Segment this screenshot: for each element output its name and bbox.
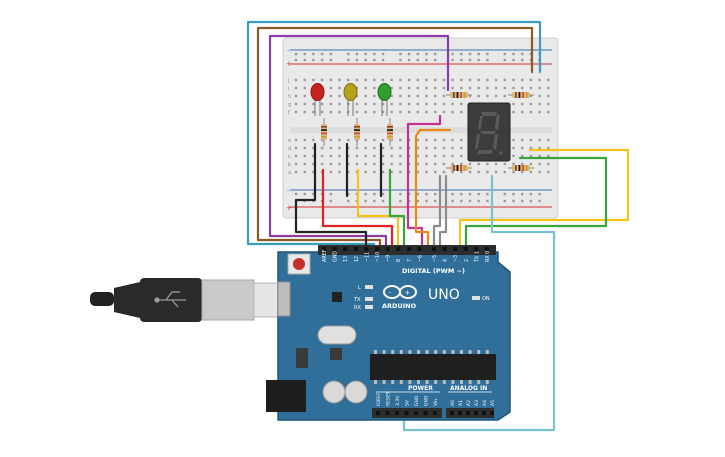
digital-pin-label: 2 [464, 259, 470, 262]
analog-pin-label: A0 [450, 400, 456, 406]
model-label: UNO [428, 287, 460, 303]
digital-pin-label: 12 [354, 256, 360, 262]
rail-minus-bottom: - [287, 187, 290, 195]
digital-pin-label: 8 [396, 259, 402, 262]
digital-pin-label: 13 [343, 256, 349, 262]
analog-pin-label: A5 [490, 400, 496, 406]
resistor[interactable] [387, 124, 393, 140]
led-red[interactable] [310, 83, 325, 117]
rail-plus-bottom: + [286, 204, 292, 212]
power-pin-label: 5V [405, 399, 411, 406]
power-label: POWER [408, 385, 433, 392]
wire-gray-2[interactable] [438, 174, 448, 254]
wire-orange[interactable] [414, 128, 452, 254]
capacitor-1 [322, 380, 346, 404]
power-pin-label: IOREF [376, 392, 382, 406]
power-pin-label: 3.3V [395, 395, 401, 406]
row-letter: j [287, 78, 289, 84]
crystal-oscillator [317, 325, 357, 345]
led-green[interactable] [377, 83, 392, 117]
row-letter: e [288, 138, 291, 144]
power-jack[interactable] [266, 380, 306, 412]
resistors [321, 92, 534, 171]
row-letter: f [288, 110, 290, 116]
tx-led-label: TX [353, 297, 361, 303]
wire-red[interactable] [321, 168, 394, 254]
analog-pin-label: A2 [466, 400, 472, 406]
digital-pin-label: TX 1 [474, 251, 480, 263]
power-pin-label: RESET [386, 391, 392, 406]
on-led-label: ON [482, 296, 490, 302]
digital-header-pins: AREF GND 13 12 ~11 ~10 ~9 8 7 ~6 ~5 4 ~3 2 TX 1 RX 0 [322, 247, 491, 263]
brand-label: ARDUINO [382, 302, 417, 310]
digital-pin-label: ~9 [386, 255, 392, 262]
wire-brown[interactable] [256, 26, 534, 254]
digital-label: DIGITAL (PWM ~) [402, 267, 465, 275]
rail-plus-top: + [286, 60, 292, 68]
row-letter: b [288, 162, 291, 168]
digital-pin-label: ~5 [432, 255, 438, 262]
usb-icon [154, 291, 186, 308]
row-letter: g [288, 102, 291, 108]
digital-pin-label: GND [333, 251, 339, 262]
rx-led-label: RX [354, 305, 361, 311]
digital-pin-label: ~3 [453, 255, 459, 262]
wire-green-led[interactable] [388, 168, 406, 254]
led-yellow[interactable] [343, 83, 358, 117]
row-letter: d [288, 146, 291, 152]
digital-pin-label: 7 [407, 259, 413, 262]
usb-cable[interactable] [90, 278, 285, 322]
row-letter: c [288, 154, 291, 160]
resistor[interactable] [354, 124, 360, 140]
wire-yellow-led[interactable] [356, 168, 400, 254]
digital-pin-label: ~10 [375, 252, 381, 262]
row-letter: h [288, 94, 291, 100]
wires [246, 20, 630, 432]
digital-pin-label: 4 [443, 259, 449, 262]
wire-yellow-long[interactable] [458, 148, 630, 254]
svg-text:+: + [405, 289, 411, 297]
seven-segment-display[interactable] [467, 102, 511, 162]
reset-button-cap[interactable] [293, 258, 305, 270]
digital-pin-label: ~11 [364, 252, 370, 262]
row-letter: a [288, 170, 291, 176]
resistor[interactable] [512, 92, 530, 98]
power-pin-label: Vin [433, 399, 439, 406]
microcontroller-chip [370, 354, 496, 380]
digital-pin-label: RX 0 [485, 251, 491, 262]
digital-pin-label: AREF [322, 249, 328, 262]
l-led-label: L [358, 285, 361, 291]
row-letter: i [288, 86, 289, 92]
analog-label: ANALOG IN [450, 385, 487, 392]
resistor[interactable] [450, 92, 468, 98]
wire-gray-1[interactable] [432, 174, 442, 254]
digital-pin-label: ~6 [417, 255, 423, 262]
resistor[interactable] [450, 165, 468, 171]
analog-pin-label: A4 [482, 400, 488, 406]
rail-minus-top: - [287, 47, 290, 55]
wire-green-long[interactable] [464, 156, 608, 254]
svg-text:-: - [389, 289, 392, 297]
resistor[interactable] [512, 165, 530, 171]
wire-black-1[interactable] [294, 142, 368, 254]
capacitor-2 [344, 380, 368, 404]
resistor[interactable] [321, 124, 327, 140]
arduino-board[interactable]: AREF GND 13 12 ~11 ~10 ~9 8 7 ~6 ~5 4 ~3 2 TX 1 RX 0 DI… [266, 245, 511, 421]
analog-pin-label: A1 [458, 400, 464, 406]
wire-purple[interactable] [268, 34, 450, 254]
wire-lightblue[interactable] [402, 174, 556, 432]
power-pin-label: GND [424, 395, 430, 406]
power-pin-label: GND [414, 395, 420, 406]
arduino-logo-icon: - + [383, 285, 417, 299]
analog-pin-label: A3 [474, 400, 480, 406]
